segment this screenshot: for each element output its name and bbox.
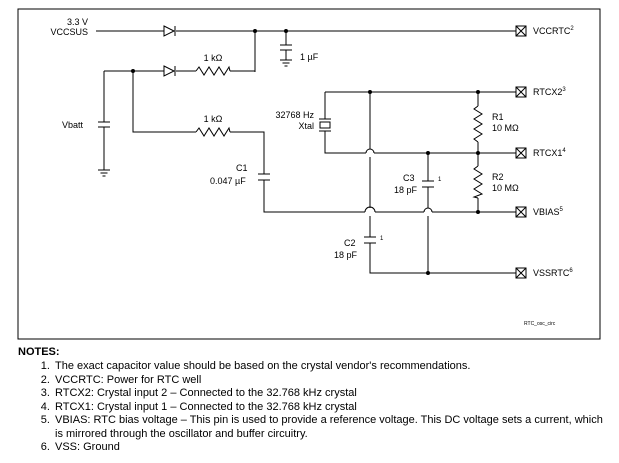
wire-crossovers	[364, 148, 433, 213]
label-r2-value: 10 MΩ	[492, 183, 519, 193]
label-resistor-1k-lower: 1 kΩ	[204, 114, 223, 124]
note-item: VSS: Ground	[53, 441, 613, 455]
note-item: VBIAS: RTC bias voltage – This pin is us…	[53, 414, 613, 441]
label-xtal-freq: 32768 Hz	[275, 110, 314, 120]
pin-box-rtcx2	[515, 86, 527, 98]
label-xtal-name: Xtal	[298, 121, 314, 131]
junction-dots	[131, 29, 480, 275]
label-c2-value: 18 pF	[334, 250, 358, 260]
label-c3-name: C3	[403, 173, 415, 183]
diagram-border	[17, 8, 601, 340]
capacitor-1uf-icon	[280, 44, 292, 51]
ground-1uf-icon	[280, 59, 292, 67]
pin-label-vssrtc: VSSRTC6	[533, 268, 573, 278]
label-vccsus: VCCSUS	[50, 27, 88, 37]
label-c1-name: C1	[236, 163, 248, 173]
capacitor-c1-icon	[258, 173, 270, 181]
note-item: RTCX2: Crystal input 2 – Connected to th…	[53, 387, 613, 401]
label-c1-value: 0.047 µF	[210, 176, 246, 186]
resistor-1k-lower-icon	[195, 126, 231, 137]
wires	[96, 30, 516, 274]
pin-label-vccrtc: VCCRTC2	[533, 26, 574, 36]
label-r2-name: R2	[492, 172, 504, 182]
note-item: The exact capacitor value should be base…	[53, 360, 613, 374]
capacitor-c3-icon	[422, 180, 434, 188]
resistor-r2-icon	[472, 165, 484, 199]
label-3v3: 3.3 V	[67, 17, 88, 27]
crystal-icon	[319, 118, 331, 132]
notes-list: The exact capacitor value should be base…	[18, 360, 613, 455]
pin-label-vbias: VBIAS5	[533, 207, 564, 217]
notes-title: NOTES:	[18, 346, 60, 358]
diode-top-icon	[163, 25, 176, 37]
pin-boxes	[515, 25, 527, 279]
resistor-1k-upper-icon	[195, 65, 231, 76]
pin-box-vccrtc	[515, 25, 527, 37]
pin-label-rtcx2: RTCX23	[533, 87, 566, 97]
pin-box-rtcx1	[515, 147, 527, 159]
label-vbatt: Vbatt	[62, 120, 84, 130]
resistor-r1-icon	[473, 105, 483, 143]
notes-section: NOTES: The exact capacitor value should …	[18, 346, 613, 455]
label-figure-id: RTC_osc_circ	[524, 321, 556, 327]
rtc-oscillator-schematic: 3.3 V VCCSUS Vbatt 1 kΩ 1 kΩ 1 µF C1 0.0…	[17, 8, 601, 340]
label-cap-1uf: 1 µF	[300, 52, 319, 62]
label-c3-value: 18 pF	[394, 185, 418, 195]
label-r1-value: 10 MΩ	[492, 123, 519, 133]
pin-label-rtcx1: RTCX14	[533, 148, 566, 158]
capacitor-c2-icon	[364, 236, 376, 244]
ground-vbatt-icon	[98, 169, 110, 177]
capacitor-vbatt-icon	[98, 121, 110, 128]
label-c2-note: 1	[380, 236, 384, 242]
label-r1-name: R1	[492, 112, 504, 122]
label-resistor-1k-upper: 1 kΩ	[204, 53, 223, 63]
label-c2-name: C2	[344, 238, 356, 248]
note-item: VCCRTC: Power for RTC well	[53, 374, 613, 388]
pin-box-vssrtc	[515, 267, 527, 279]
diode-bottom-icon	[163, 65, 176, 77]
pin-box-vbias	[515, 206, 527, 218]
note-item: RTCX1: Crystal input 1 – Connected to th…	[53, 401, 613, 415]
label-c3-note: 1	[438, 177, 442, 183]
